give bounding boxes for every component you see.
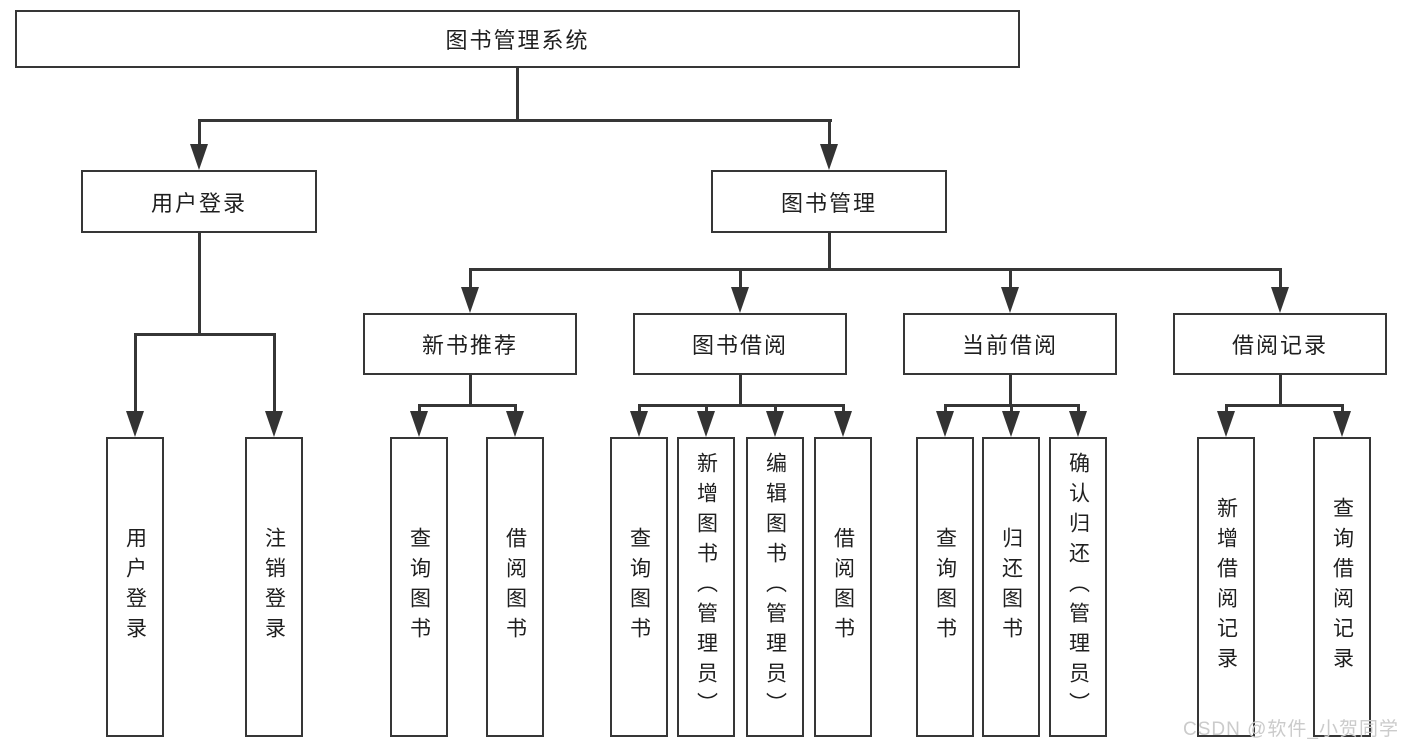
connector-shaft xyxy=(1225,404,1228,413)
node-new-book-recommend: 新书推荐 xyxy=(363,313,577,375)
node-book-management: 图书管理 xyxy=(711,170,947,233)
connector-shaft xyxy=(638,404,641,413)
node-label: 查询图书 xyxy=(407,527,431,647)
leaf-logout: 注销登录 xyxy=(245,437,303,737)
leaf-confirm-return-admin: 确认归还（管理员） xyxy=(1049,437,1107,737)
connector-shaft xyxy=(1341,404,1344,413)
connector-root-left-shaft xyxy=(198,119,201,146)
node-label: 借阅图书 xyxy=(503,527,527,647)
connector-shaft xyxy=(774,404,777,413)
node-label: 查询图书 xyxy=(627,527,651,647)
node-label: 当前借阅 xyxy=(961,333,1058,358)
arrowhead-down-icon xyxy=(461,287,479,313)
arrowhead-down-icon xyxy=(1333,411,1351,437)
connector-shaft xyxy=(469,268,472,289)
connector-user-login-bar xyxy=(134,333,275,336)
arrowhead-down-icon xyxy=(834,411,852,437)
node-label: 借阅记录 xyxy=(1231,333,1328,358)
connector-root-right-shaft xyxy=(828,119,831,146)
node-label: 归还图书 xyxy=(999,527,1023,647)
node-label: 借阅图书 xyxy=(831,527,855,647)
connector-shaft xyxy=(514,404,517,413)
node-label: 查询借阅记录 xyxy=(1330,497,1354,677)
arrowhead-down-icon xyxy=(190,144,208,170)
arrowhead-down-icon xyxy=(265,411,283,437)
connector-root-bar xyxy=(198,119,832,122)
node-library-management-system: 图书管理系统 xyxy=(15,10,1020,68)
connector-book-mgmt-bar xyxy=(469,268,1282,271)
arrowhead-down-icon xyxy=(936,411,954,437)
arrowhead-down-icon xyxy=(1271,287,1289,313)
connector-shaft xyxy=(1009,268,1012,289)
leaf-query-book-current: 查询图书 xyxy=(916,437,974,737)
leaf-edit-book-admin: 编辑图书（管理员） xyxy=(746,437,804,737)
connector-bar xyxy=(638,404,845,407)
connector-shaft xyxy=(944,404,947,413)
node-current-borrowing: 当前借阅 xyxy=(903,313,1117,375)
connector-bar xyxy=(1225,404,1343,407)
node-label: 新增图书（管理员） xyxy=(694,452,718,722)
node-label: 图书借阅 xyxy=(691,333,788,358)
node-label: 查询图书 xyxy=(933,527,957,647)
leaf-return-book: 归还图书 xyxy=(982,437,1040,737)
leaf-query-book-borrowing: 查询图书 xyxy=(610,437,668,737)
leaf-borrow-book: 借阅图书 xyxy=(814,437,872,737)
connector-shaft xyxy=(134,333,137,413)
connector-shaft xyxy=(1279,268,1282,289)
node-user-login: 用户登录 xyxy=(81,170,317,233)
arrowhead-down-icon xyxy=(1002,411,1020,437)
connector-shaft xyxy=(739,268,742,289)
connector-stem xyxy=(469,375,472,406)
node-label: 注销登录 xyxy=(262,527,286,647)
node-borrowing-records: 借阅记录 xyxy=(1173,313,1387,375)
arrowhead-down-icon xyxy=(630,411,648,437)
leaf-query-borrow-record: 查询借阅记录 xyxy=(1313,437,1371,737)
node-label: 用户登录 xyxy=(150,190,247,216)
node-label: 编辑图书（管理员） xyxy=(763,452,787,722)
leaf-query-book-recommend: 查询图书 xyxy=(390,437,448,737)
node-label: 新书推荐 xyxy=(421,333,518,358)
node-book-borrowing: 图书借阅 xyxy=(633,313,847,375)
connector-shaft xyxy=(1077,404,1080,413)
connector-shaft xyxy=(1010,404,1013,413)
connector-shaft xyxy=(842,404,845,413)
arrowhead-down-icon xyxy=(731,287,749,313)
leaf-add-book-admin: 新增图书（管理员） xyxy=(677,437,735,737)
connector-root-stem xyxy=(516,68,519,121)
leaf-add-borrow-record: 新增借阅记录 xyxy=(1197,437,1255,737)
arrowhead-down-icon xyxy=(1069,411,1087,437)
connector-bar xyxy=(418,404,517,407)
arrowhead-down-icon xyxy=(766,411,784,437)
connector-book-mgmt-stem xyxy=(828,233,831,270)
connector-stem xyxy=(739,375,742,406)
connector-stem xyxy=(1009,375,1012,406)
connector-shaft xyxy=(273,333,276,413)
arrowhead-down-icon xyxy=(697,411,715,437)
arrowhead-down-icon xyxy=(1217,411,1235,437)
leaf-user-login: 用户登录 xyxy=(106,437,164,737)
arrowhead-down-icon xyxy=(410,411,428,437)
leaf-borrow-book-recommend: 借阅图书 xyxy=(486,437,544,737)
csdn-watermark: CSDN @软件_小贺同学 xyxy=(1183,719,1399,740)
connector-user-login-stem xyxy=(198,233,201,335)
arrowhead-down-icon xyxy=(820,144,838,170)
arrowhead-down-icon xyxy=(126,411,144,437)
node-label: 用户登录 xyxy=(123,527,147,647)
connector-shaft xyxy=(705,404,708,413)
arrowhead-down-icon xyxy=(506,411,524,437)
arrowhead-down-icon xyxy=(1001,287,1019,313)
node-label: 确认归还（管理员） xyxy=(1066,452,1090,722)
connector-stem xyxy=(1279,375,1282,406)
node-label: 图书管理系统 xyxy=(445,28,590,53)
node-label: 图书管理 xyxy=(780,190,877,216)
connector-shaft xyxy=(418,404,421,413)
node-label: 新增借阅记录 xyxy=(1214,497,1238,677)
